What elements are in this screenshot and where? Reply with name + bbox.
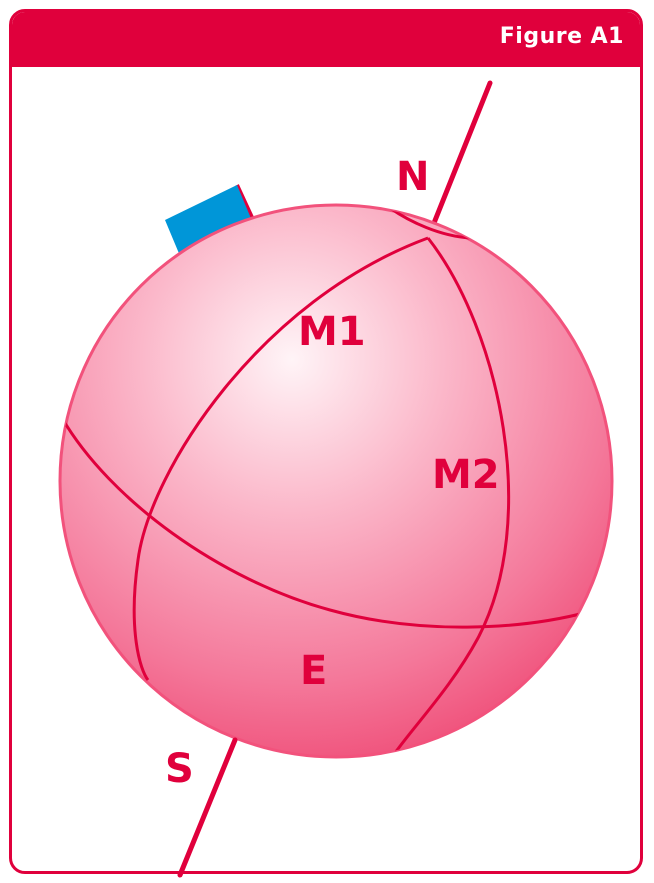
- meridian-m1-line: [132, 236, 429, 681]
- rotation-axis-north: [425, 80, 493, 241]
- figure-header: Figure A1: [12, 12, 640, 67]
- equator-label: E: [300, 648, 327, 694]
- polar-arc: [389, 206, 471, 240]
- north-label: N: [396, 154, 429, 200]
- globe-sphere: [58, 203, 614, 759]
- equator-line: [60, 417, 589, 629]
- figure-title: Figure A1: [499, 24, 624, 49]
- flag: [165, 185, 255, 263]
- rotation-axis-south: [177, 737, 238, 878]
- south-label: S: [165, 746, 194, 792]
- meridian1-label: M1: [298, 309, 366, 355]
- meridian-m2-line: [388, 237, 511, 757]
- meridian2-label: M2: [432, 452, 500, 498]
